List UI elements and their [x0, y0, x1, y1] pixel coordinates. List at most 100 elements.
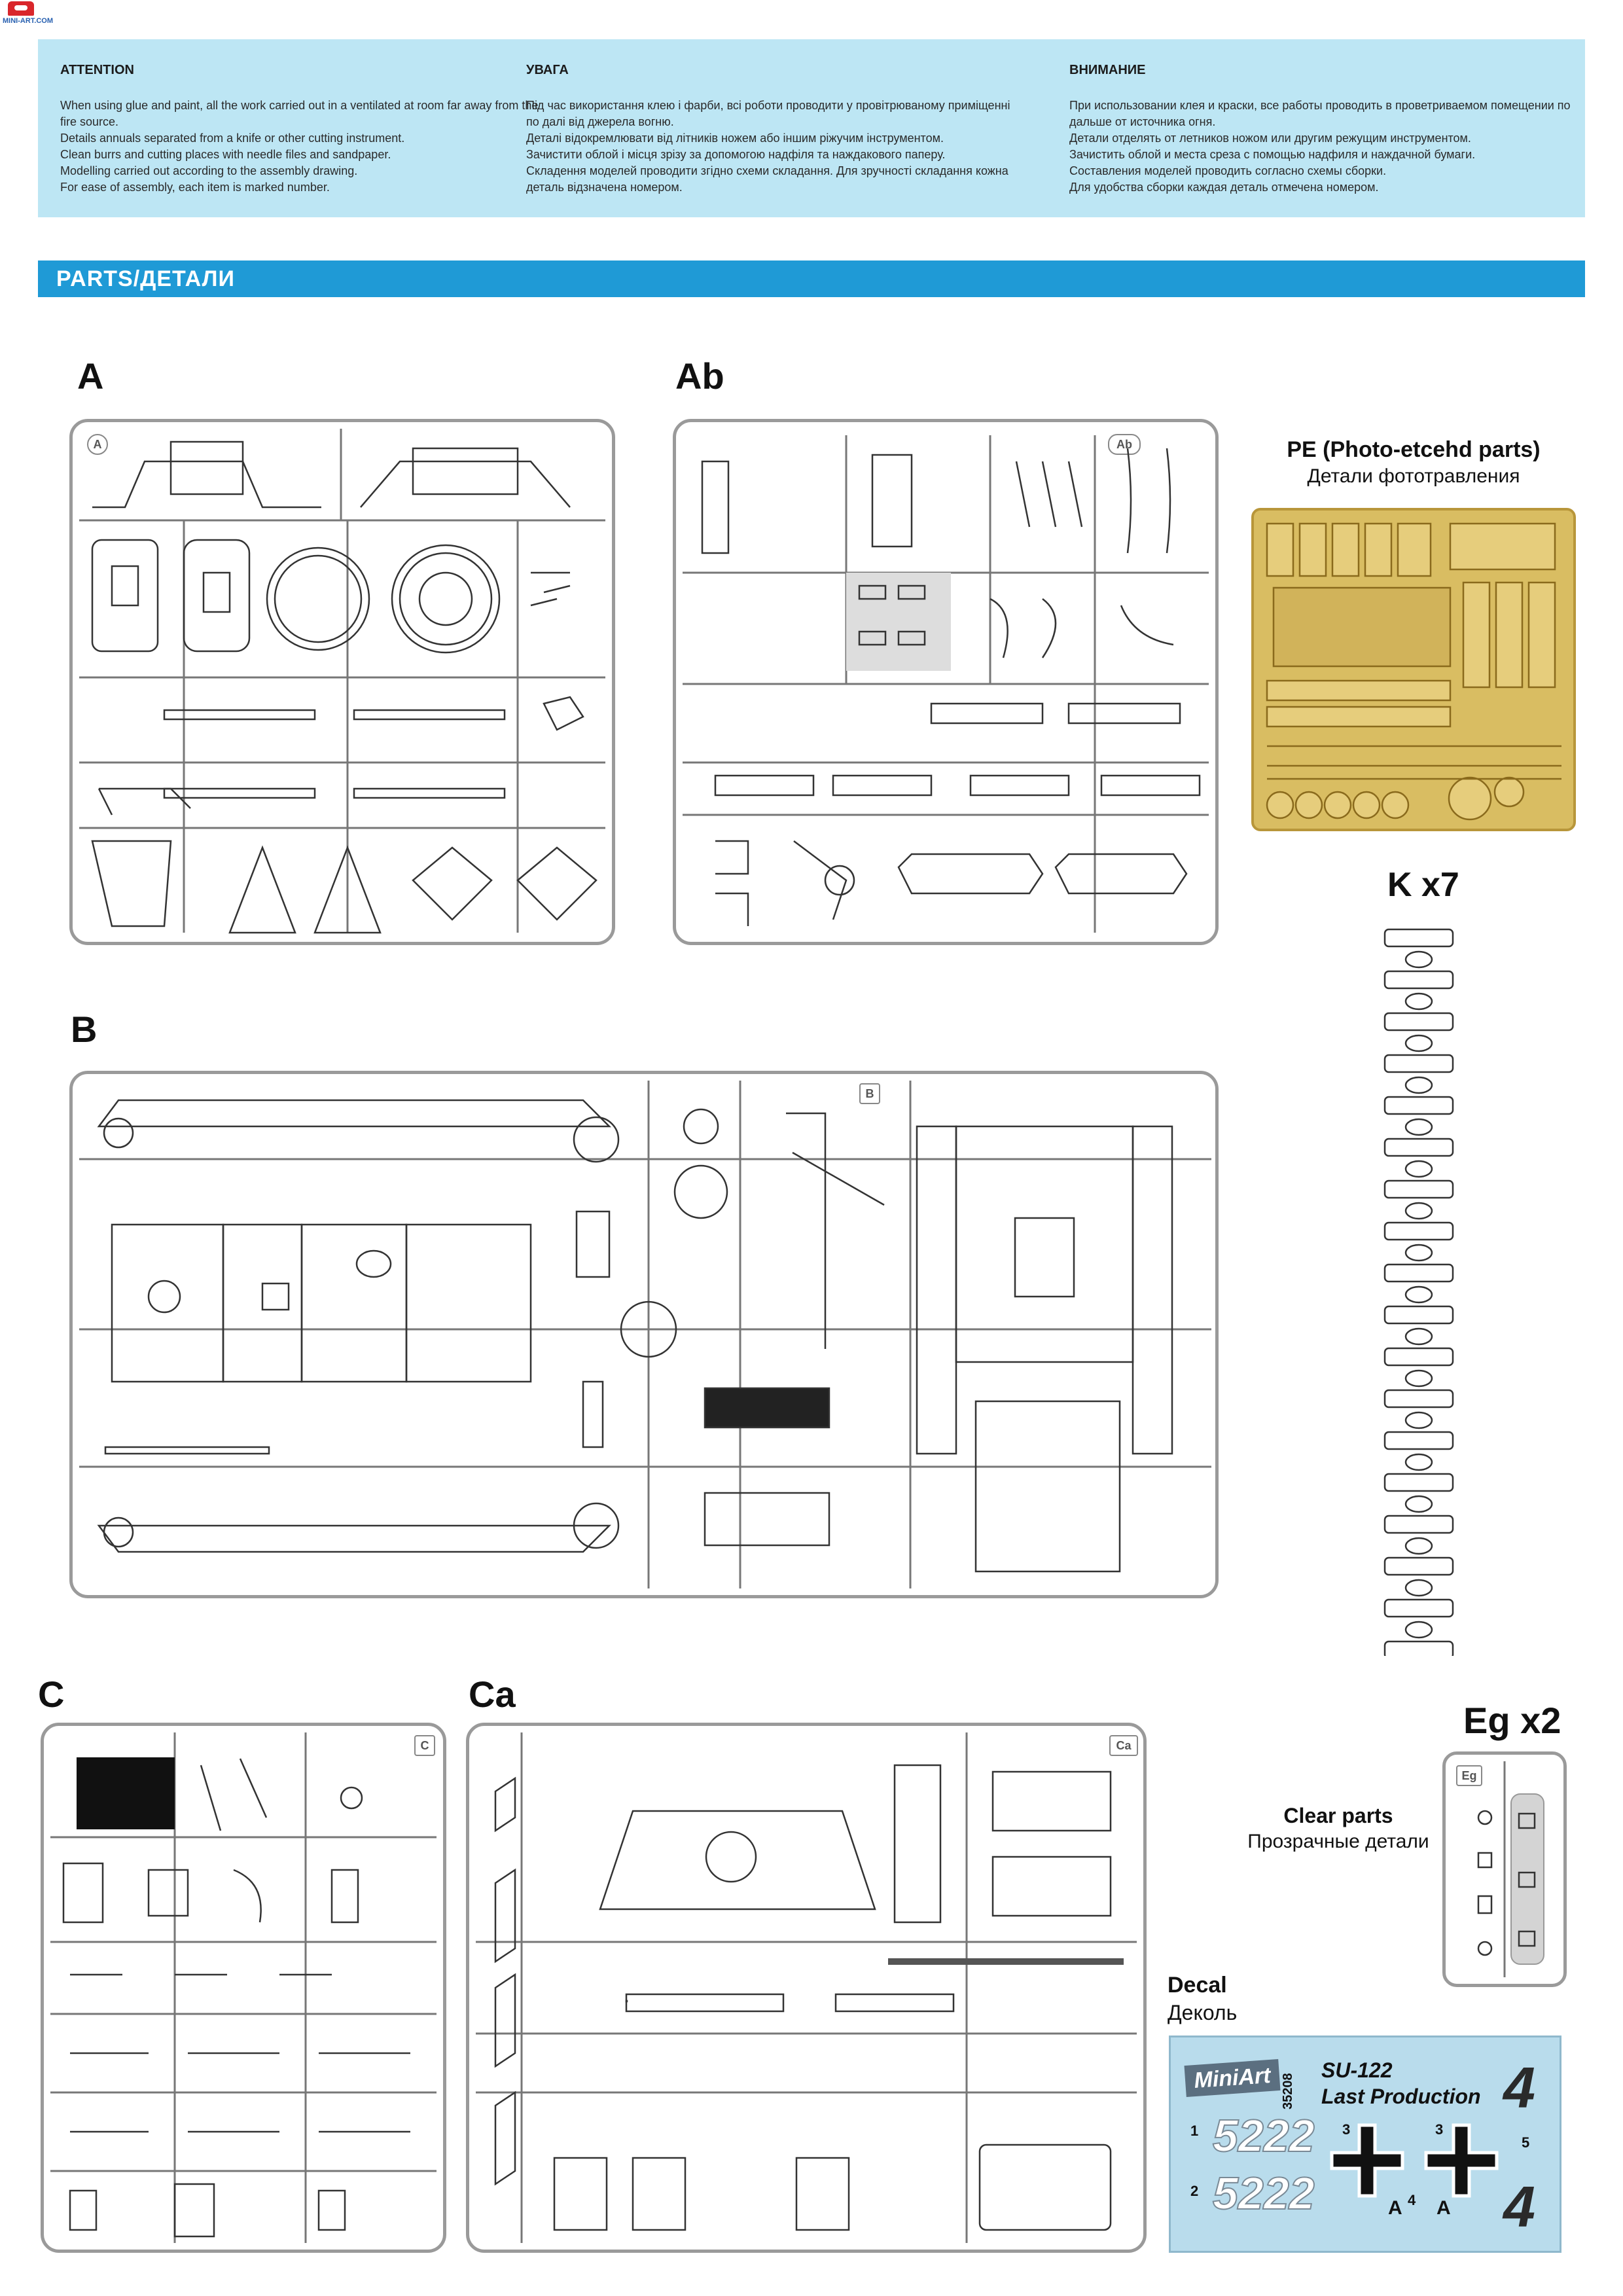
track-connector [1404, 1369, 1433, 1388]
clear-parts-title-text: Clear parts [1283, 1804, 1393, 1827]
sprue-c-label: C [38, 1674, 65, 1715]
decal-letter-a1: A [1388, 2197, 1402, 2219]
track-link [1383, 1389, 1454, 1408]
parts-header-text: PARTS/ДЕТАЛИ [56, 266, 235, 291]
track-connector [1404, 1579, 1433, 1597]
track-link [1383, 1179, 1454, 1199]
decal-digit-top: 4 [1503, 2055, 1535, 2120]
track-link [1383, 1054, 1454, 1073]
logo-mark-icon [8, 1, 34, 16]
track-connector [1404, 1160, 1433, 1178]
attention-ukrainian: УВАГА Під час використання клею і фарби,… [526, 63, 1024, 196]
track-link [1383, 1263, 1454, 1283]
attention-russian: ВНИМАНИЕ При использовании клея и краски… [1069, 63, 1573, 196]
track-connector [1404, 1244, 1433, 1262]
track-connector [1404, 1621, 1433, 1639]
attention-title-ru: ВНИМАНИЕ [1069, 63, 1146, 77]
sprue-a-drawing [79, 429, 605, 934]
track-link [1383, 1221, 1454, 1241]
sprue-ca-tag: Ca [1109, 1735, 1138, 1756]
sprue-ab-drawing [683, 435, 1209, 933]
track-link [1383, 1556, 1454, 1576]
track-connector [1404, 1453, 1433, 1471]
attention-english: ATTENTION When using glue and paint, all… [60, 63, 558, 196]
track-connector [1404, 1202, 1433, 1220]
pe-fret [1251, 508, 1576, 831]
sprue-b-label: B [71, 1009, 98, 1050]
k-label: K x7 [1387, 866, 1459, 904]
pe-title: PE (Photo-etcehd parts) Детали фототравл… [1243, 437, 1584, 488]
decal-sheet: MiniArt 35208 SU-122 Last Production 4 4… [1169, 2036, 1561, 2253]
track-connector [1404, 1285, 1433, 1304]
balkenkreuz-icon-2 [1424, 2123, 1499, 2198]
decal-number-3b: 3 [1435, 2121, 1444, 2138]
decal-tank-number-top: 5222 [1212, 2109, 1315, 2162]
track-link [1383, 1598, 1454, 1618]
track-link [1383, 928, 1454, 948]
decal-letter-a2: A [1436, 2197, 1451, 2219]
sprue-eg-label: Eg x2 [1463, 1700, 1561, 1741]
track-connector [1404, 1034, 1433, 1052]
decal-production: Last Production [1321, 2085, 1481, 2108]
sprue-ca-label: Ca [469, 1674, 516, 1715]
decal-number-4: 4 [1408, 2192, 1416, 2208]
parts-header-bar: PARTS/ДЕТАЛИ [38, 260, 1585, 297]
track-link [1383, 1305, 1454, 1325]
track-link [1383, 1138, 1454, 1157]
attention-text-en: When using glue and paint, all the work … [60, 99, 539, 194]
attention-text-ru: При использовании клея и краски, все раб… [1069, 99, 1571, 194]
attention-title-en: ATTENTION [60, 63, 134, 77]
decal-model: SU-122 [1321, 2058, 1393, 2082]
track-connector [1404, 1327, 1433, 1346]
track-link [1383, 1431, 1454, 1450]
track-link [1383, 1096, 1454, 1115]
sprue-eg-tag: Eg [1456, 1765, 1482, 1786]
sprue-ab-label: Ab [675, 355, 724, 397]
decal-brand-logo: MiniArt [1184, 2059, 1281, 2097]
decal-kit-code: 35208 [1281, 2073, 1295, 2109]
track-link [1383, 1515, 1454, 1534]
track-connector [1404, 1076, 1433, 1094]
track-link [1383, 1473, 1454, 1492]
track-connector [1404, 950, 1433, 969]
clear-parts-subtitle-text: Прозрачные детали [1247, 1831, 1429, 1852]
sprue-eg: Eg [1442, 1751, 1567, 1987]
track-link [1383, 1347, 1454, 1367]
attention-panel: ATTENTION When using glue and paint, all… [38, 39, 1585, 217]
balkenkreuz-icon [1330, 2123, 1404, 2198]
track-link [1383, 1012, 1454, 1031]
sprue-a-label: A [77, 355, 104, 397]
decal-number-3: 3 [1342, 2121, 1351, 2138]
k-track-strip [1380, 923, 1458, 1660]
decal-digit-bottom: 4 [1503, 2174, 1535, 2239]
decal-tank-number-bottom: 5222 [1212, 2167, 1315, 2219]
miniart-logo: MINI-ART.COM [3, 1, 53, 27]
sprue-c: C [41, 1723, 446, 2253]
sprue-ca: Ca [466, 1723, 1147, 2253]
sprue-c-drawing [50, 1732, 437, 2243]
decal-subtitle-text: Деколь [1168, 2001, 1238, 2024]
track-connector [1404, 1537, 1433, 1555]
track-connector [1404, 1411, 1433, 1429]
sprue-ab: Ab [673, 419, 1219, 945]
track-connector [1404, 1118, 1433, 1136]
sprue-ab-tag: Ab [1108, 434, 1141, 455]
track-link [1383, 1640, 1454, 1660]
sprue-eg-drawing [1477, 1761, 1544, 1977]
sprue-ca-drawing [476, 1732, 1137, 2243]
track-connector [1404, 1495, 1433, 1513]
sprue-a-tag: A [87, 434, 108, 455]
decal-number-5: 5 [1522, 2134, 1530, 2151]
sprue-a: A [69, 419, 615, 945]
decal-number-2: 2 [1190, 2183, 1199, 2199]
clear-parts-title: Clear parts Прозрачные детали [1230, 1804, 1446, 1853]
k-track-drawing [1383, 928, 1454, 1660]
sprue-c-tag: C [414, 1735, 435, 1756]
sprue-b: B [69, 1071, 1219, 1598]
decal-title: Decal Деколь [1168, 1973, 1237, 2025]
decal-number-1: 1 [1190, 2123, 1199, 2139]
pe-title-text: PE (Photo-etcehd parts) [1287, 437, 1541, 462]
track-link [1383, 970, 1454, 990]
decal-title-text: Decal [1168, 1973, 1227, 1998]
sprue-b-tag: B [859, 1083, 880, 1104]
